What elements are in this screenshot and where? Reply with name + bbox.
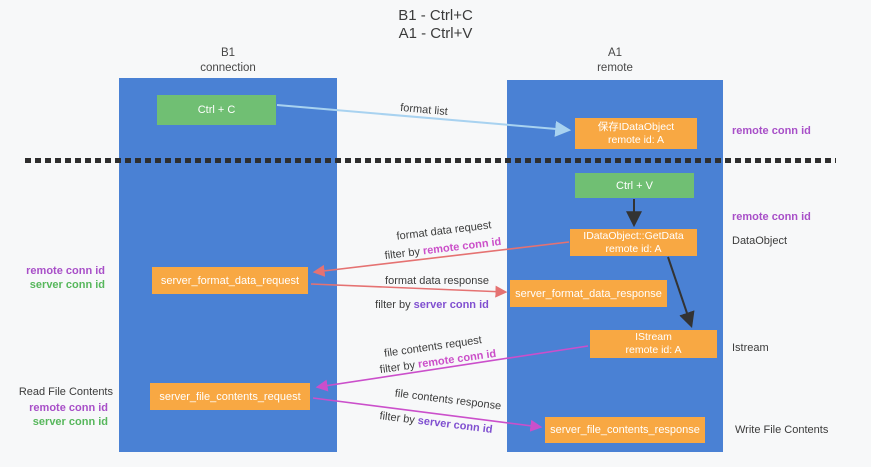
server-conn-id-text: server conn id — [413, 299, 489, 311]
left-remote-conn-id-2: remote conn id — [29, 402, 108, 414]
node-ctrl-c-label: Ctrl + C — [197, 104, 236, 116]
node-server-file-contents-response: server_file_contents_response — [545, 417, 705, 443]
node-format-request-label: server_format_data_request — [160, 274, 300, 287]
filter-by-text: filter by — [384, 245, 424, 263]
node-ctrl-v-label: Ctrl + V — [616, 179, 653, 192]
label-filter-server-2: filter by server conn id — [379, 410, 493, 436]
node-save-idataobject-line1: 保存IDataObject — [597, 120, 675, 133]
label-file-contents-response: file contents response — [394, 387, 502, 413]
right-istream-label: Istream — [732, 342, 769, 354]
phase-separator-dashed-line — [25, 158, 836, 163]
node-getdata-line1: IDataObject::GetData — [583, 229, 684, 242]
node-file-request-label: server_file_contents_request — [159, 390, 301, 403]
label-format-list: format list — [399, 101, 449, 119]
right-column-role: remote — [597, 62, 633, 74]
node-getdata-line2: remote id: A — [605, 242, 662, 255]
node-server-format-data-response: server_format_data_response — [510, 280, 667, 307]
left-column-name: B1 — [220, 47, 236, 59]
node-server-file-contents-request: server_file_contents_request — [150, 383, 310, 410]
filter-by-text: filter by — [378, 410, 419, 427]
right-column-header: A1 remote — [507, 46, 723, 76]
remote-conn-id-text: remote conn id — [422, 235, 502, 258]
server-conn-id-text: server conn id — [417, 414, 494, 436]
left-server-conn-id-2: server conn id — [32, 416, 108, 428]
node-save-idataobject-line2: remote id: A — [607, 133, 665, 146]
label-format-data-response: format data response — [385, 275, 489, 287]
filter-by-text: filter by — [375, 299, 414, 311]
right-remote-conn-id-2: remote conn id — [732, 211, 811, 223]
node-istream: IStream remote id: A — [590, 330, 717, 358]
node-ctrl-c: Ctrl + C — [157, 95, 276, 125]
node-ctrl-v: Ctrl + V — [575, 173, 694, 198]
node-server-format-data-request: server_format_data_request — [152, 267, 308, 294]
left-read-file-contents-label: Read File Contents — [18, 386, 113, 398]
filter-by-text: filter by — [379, 358, 419, 377]
right-remote-conn-id-1: remote conn id — [732, 125, 811, 137]
node-idataobject-getdata: IDataObject::GetData remote id: A — [570, 229, 697, 256]
node-istream-line1: IStream — [635, 331, 672, 343]
left-column-role: connection — [200, 62, 256, 74]
title-line-2: A1 - Ctrl+V — [398, 25, 473, 42]
left-server-conn-id-1: server conn id — [29, 279, 105, 291]
left-remote-conn-id-1: remote conn id — [26, 265, 105, 277]
right-column-name: A1 — [607, 47, 623, 59]
right-write-file-contents-label: Write File Contents — [735, 424, 829, 436]
node-save-idataobject: 保存IDataObject remote id: A — [575, 118, 697, 149]
diagram-title: B1 - Ctrl+C A1 - Ctrl+V — [0, 7, 871, 43]
node-file-response-label: server_file_contents_response — [550, 424, 700, 436]
node-format-response-label: server_format_data_response — [515, 287, 662, 300]
label-filter-server-1: filter by server conn id — [375, 299, 489, 311]
left-column-header: B1 connection — [119, 46, 337, 76]
node-istream-line2: remote id: A — [625, 344, 682, 356]
title-line-1: B1 - Ctrl+C — [398, 7, 473, 24]
right-dataobject-label: DataObject — [732, 235, 788, 247]
